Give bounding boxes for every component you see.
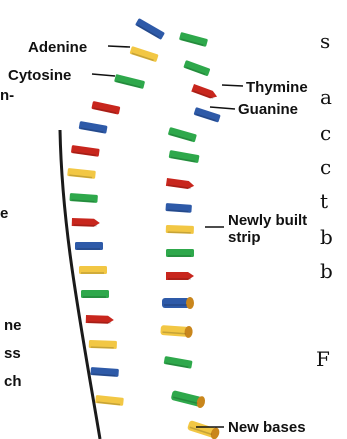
guanine-base-segment <box>183 60 210 76</box>
cytosine-leader-line <box>92 74 115 76</box>
body-text-fragment: t <box>320 189 328 213</box>
thymine-base-segment <box>72 218 100 227</box>
cytosine-base-segment <box>166 225 194 234</box>
adenine-label: Adenine <box>28 39 87 56</box>
guanine-base-segment <box>114 74 145 89</box>
left-fragment-text: ne <box>4 317 22 334</box>
thymine-leader-line <box>222 85 243 86</box>
guanine-base-segment <box>166 249 194 257</box>
adenine-base-segment <box>90 367 118 377</box>
thymine-label: Thymine <box>246 79 308 96</box>
left-fragment-text: n- <box>0 87 14 104</box>
cytosine-base-segment <box>89 340 117 349</box>
left-fragment-text: ch <box>4 373 22 390</box>
adenine-leader-line <box>108 46 130 47</box>
guanine-base-segment <box>170 389 206 409</box>
new-bases-label: New bases <box>228 419 306 436</box>
guanine-base-segment <box>164 356 193 369</box>
body-text-fragment: b <box>320 259 333 283</box>
adenine-base-segment <box>162 297 194 309</box>
adenine-base-segment <box>75 242 103 250</box>
cytosine-base-segment <box>130 46 159 62</box>
guanine-base-segment <box>81 290 109 298</box>
cytosine-base-segment <box>95 395 124 406</box>
guanine-label: Guanine <box>238 101 298 118</box>
guanine-leader-line <box>210 107 235 109</box>
body-text-fragment: a <box>320 85 332 109</box>
left-edge-text-fragments: n-e ne ss ch <box>0 87 22 390</box>
cytosine-base-segment <box>67 168 96 179</box>
thymine-base-segment <box>91 101 120 115</box>
cytosine-label: Cytosine <box>8 67 71 84</box>
body-text-fragment: s <box>320 29 330 53</box>
body-text-fragment: F <box>316 347 330 371</box>
thymine-base-segment <box>166 178 195 190</box>
guanine-base-segment <box>169 150 200 163</box>
cytosine-base-segment <box>160 324 193 338</box>
body-text-fragment: b <box>320 225 333 249</box>
thymine-base-segment <box>191 84 218 100</box>
thymine-base-segment <box>86 315 114 324</box>
left-fragment-text: ss <box>4 345 21 362</box>
left-fragment-text: e <box>0 205 8 222</box>
adenine-base-segment <box>165 203 191 213</box>
adenine-base-segment <box>135 18 165 40</box>
adenine-base-segment <box>79 121 108 134</box>
guanine-base-segment <box>168 127 197 142</box>
cytosine-base-segment <box>187 419 221 439</box>
adenine-base-segment <box>194 107 221 123</box>
cytosine-base-segment <box>79 266 107 274</box>
body-text-fragment: c <box>320 121 331 145</box>
thymine-base-segment <box>166 272 194 280</box>
body-text-fragment: c <box>320 155 331 179</box>
guanine-base-segment <box>179 32 208 47</box>
guanine-base-segment <box>69 193 97 203</box>
thymine-base-segment <box>71 145 100 157</box>
